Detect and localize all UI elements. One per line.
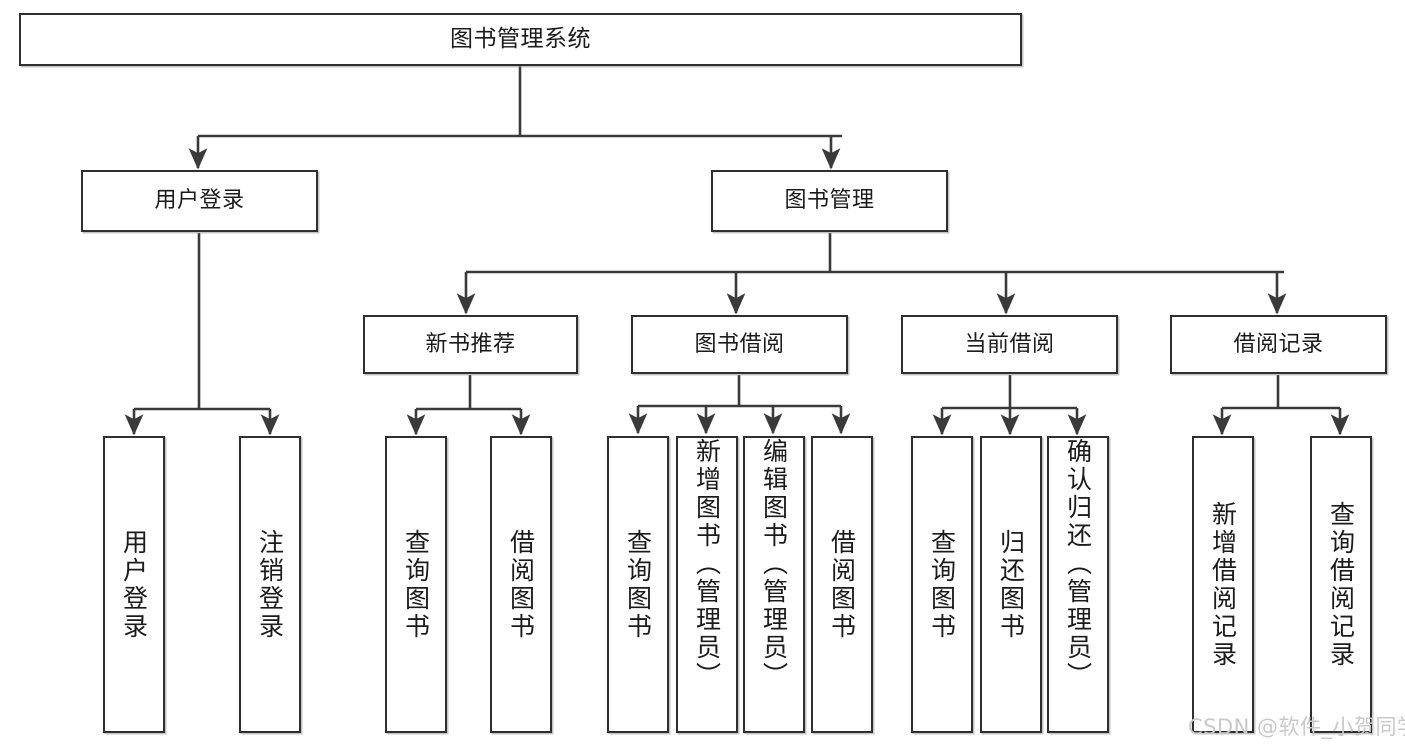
node-borrow-record[interactable]: 借阅记录 [1170, 315, 1387, 374]
leaf-borrow-book-new[interactable]: 借阅图书 [490, 436, 552, 733]
node-book-borrow[interactable]: 图书借阅 [631, 315, 848, 374]
node-label: 当前借阅 [964, 331, 1055, 357]
node-label: 新增图书（管理员） [692, 438, 722, 690]
node-label: 查询图书 [927, 528, 957, 641]
leaf-add-borrow-record[interactable]: 新增借阅记录 [1192, 436, 1254, 733]
leaf-add-book-admin[interactable]: 新增图书（管理员） [676, 436, 738, 733]
node-label: 图书管理系统 [450, 25, 591, 52]
node-current-borrow[interactable]: 当前借阅 [901, 315, 1118, 374]
node-book-management[interactable]: 图书管理 [711, 170, 948, 232]
node-label: 新增借阅记录 [1208, 500, 1238, 669]
leaf-query-book-current[interactable]: 查询图书 [911, 436, 973, 733]
node-label: 借阅图书 [827, 528, 857, 641]
leaf-logout[interactable]: 注销登录 [239, 436, 301, 733]
node-label: 用户登录 [154, 188, 245, 214]
node-root-book-management-system[interactable]: 图书管理系统 [19, 13, 1022, 66]
leaf-edit-book-admin[interactable]: 编辑图书（管理员） [743, 436, 805, 733]
node-label: 查询图书 [401, 528, 431, 641]
node-user-login[interactable]: 用户登录 [81, 170, 318, 232]
node-label: 查询图书 [623, 528, 653, 641]
node-new-book-recommendation[interactable]: 新书推荐 [363, 315, 578, 374]
node-label: 借阅记录 [1233, 331, 1324, 357]
node-label: 图书借阅 [694, 331, 785, 357]
node-label: 用户登录 [119, 528, 149, 641]
node-label: 图书管理 [784, 188, 875, 214]
leaf-borrow-book[interactable]: 借阅图书 [811, 436, 873, 733]
leaf-return-book[interactable]: 归还图书 [980, 436, 1042, 733]
node-label: 新书推荐 [425, 331, 516, 357]
leaf-query-borrow-record[interactable]: 查询借阅记录 [1310, 436, 1372, 733]
node-label: 注销登录 [255, 528, 285, 641]
node-label: 查询借阅记录 [1326, 500, 1356, 669]
leaf-confirm-return-admin[interactable]: 确认归还（管理员） [1047, 436, 1109, 733]
node-label: 确认归还（管理员） [1063, 438, 1093, 690]
node-label: 归还图书 [996, 528, 1026, 641]
leaf-query-book-new[interactable]: 查询图书 [385, 436, 447, 733]
node-label: 借阅图书 [506, 528, 536, 641]
leaf-query-book-borrow[interactable]: 查询图书 [607, 436, 669, 733]
csdn-watermark: CSDN @软件_小贺同学 [1188, 715, 1405, 739]
leaf-user-login[interactable]: 用户登录 [103, 436, 165, 733]
node-label: 编辑图书（管理员） [759, 438, 789, 690]
